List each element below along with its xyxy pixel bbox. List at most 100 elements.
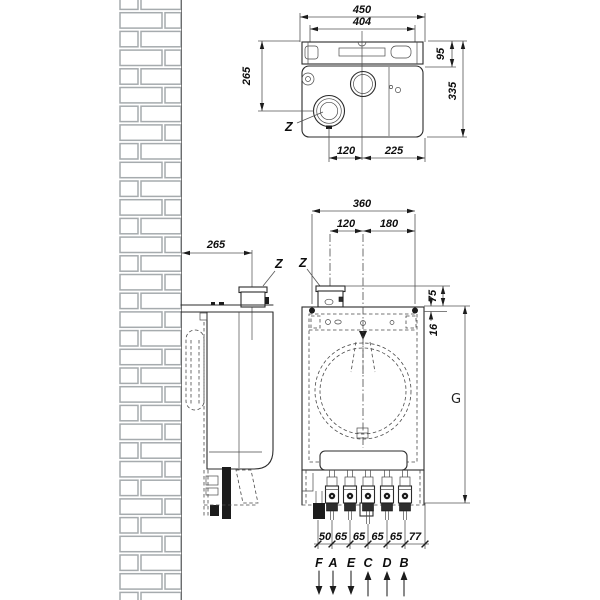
brick [119,124,163,142]
dim-450: 450 [352,4,372,16]
air-intake-circle [349,70,377,98]
brick [119,142,139,160]
brick [164,124,182,142]
brick [119,49,163,67]
brick [119,0,139,11]
port-labels: F A E C D B [315,556,409,597]
spacing-50: 50 [319,531,332,543]
brick [119,68,139,85]
brick [119,217,139,235]
port-D-pipe [379,470,395,520]
dim-120-front: 120 [337,218,356,230]
dim-265-top: 265 [241,66,253,86]
dim-180: 180 [380,218,399,230]
brick [119,460,163,478]
side-view: 265 Z [180,239,284,519]
dim-overall-height: G [424,306,470,504]
brick [119,255,139,272]
brick [119,535,163,553]
dim-port-spacings: 50 65 65 65 65 77 [313,503,430,549]
dim-casing-width: 404 [309,16,416,42]
brick [119,161,163,179]
flue-mark-top: Z [284,111,324,134]
spacing-77: 77 [409,531,422,543]
flow-arrow-A-down [329,570,337,595]
flow-arrow-E-down [347,570,355,595]
brick [164,161,182,179]
brick [119,572,163,590]
leader-line [296,111,324,124]
brick [164,460,182,478]
brick [119,479,139,497]
dim-225: 225 [384,145,404,157]
flow-arrow-C-up [364,571,372,597]
dim-16: 16 [428,323,440,336]
port-letter-D: D [382,556,391,570]
dim-top-edge: 16 [424,297,447,336]
brick [140,255,182,272]
brick [164,11,182,29]
brick [119,311,163,329]
brick [119,498,163,516]
mounting-point-left [309,307,315,314]
flue-mark-side: Z [262,257,284,287]
flow-arrow-B-up [400,571,408,597]
brick [140,68,182,85]
brick [119,236,163,254]
brick [119,198,163,216]
connection-zone [301,469,425,524]
brick [119,385,163,403]
brick [164,385,182,403]
brick [164,535,182,553]
dim-265-side: 265 [206,239,226,251]
brick [164,498,182,516]
brick [119,516,139,534]
brick [140,30,182,48]
brick [164,311,182,329]
flue-mark-front: Z [298,256,321,287]
port-letter-A: A [327,556,337,570]
flow-arrow-F-down [315,570,323,595]
brick [119,292,139,310]
brick [164,273,182,291]
brick [140,105,182,123]
heat-exchanger-dashed [185,329,205,411]
brick [140,516,182,534]
brick [119,404,139,422]
brick [119,86,163,104]
top-view: 450 404 [241,4,467,162]
top-view-casing [301,65,424,138]
brick [119,423,163,441]
z-label-side: Z [274,257,284,271]
port-F-pipe [313,491,325,519]
port-B-pipe [397,470,413,520]
brick [119,442,139,459]
brick [119,367,139,385]
port-letter-E: E [347,556,356,570]
side-pipes [203,467,259,519]
port-E-pipe [342,470,358,520]
dim-flue-position-top: 120 225 [328,128,426,162]
front-casing-details [308,234,418,471]
brick [140,367,182,385]
brick [164,49,182,67]
brick [119,554,139,572]
dim-120-top: 120 [337,145,356,157]
brick [119,30,139,48]
side-casing [180,302,274,470]
brick [119,105,139,123]
dim-rear-to-flue: 265 [241,40,314,112]
port-A-pipe [324,470,340,520]
dim-360: 360 [353,198,372,210]
brick [164,86,182,104]
brick [119,591,139,600]
brick [140,479,182,497]
dim-front-width: 360 [311,198,416,304]
dim-flue-position-front: 120 180 [329,218,415,300]
spacing-65-2: 65 [353,531,366,543]
port-letter-F: F [315,556,323,570]
z-label-top: Z [284,120,294,134]
leader-line [262,270,276,287]
